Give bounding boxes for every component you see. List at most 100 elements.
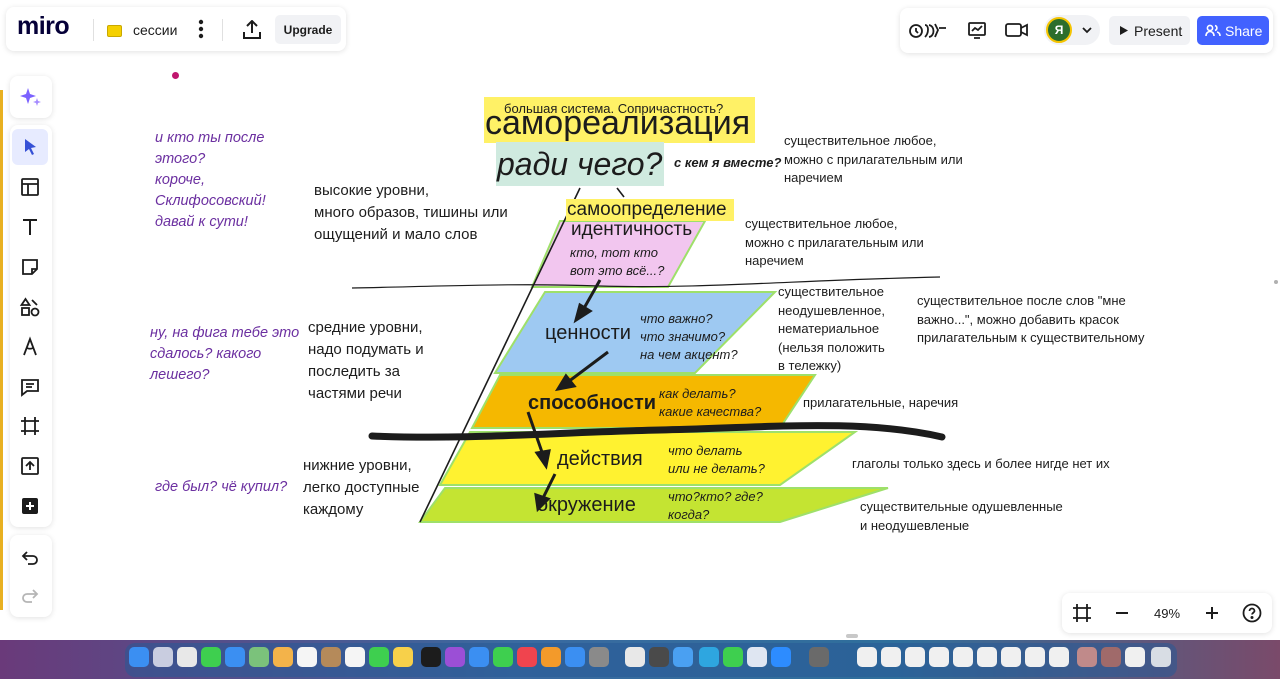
help-button[interactable] [1238,599,1266,627]
document-icon[interactable] [905,647,925,667]
document-icon[interactable] [881,647,901,667]
document-icon[interactable] [977,647,997,667]
right-note-1[interactable]: существительное любое, можно с прилагате… [784,133,963,185]
undo-button[interactable] [12,540,48,576]
numbers-icon[interactable] [493,647,513,667]
keynote-icon[interactable] [469,647,489,667]
launchpad-icon[interactable] [153,647,173,667]
scroll-handle[interactable] [1274,280,1278,284]
music-icon[interactable] [517,647,537,667]
title-sticky[interactable] [484,97,755,143]
document-icon[interactable] [1001,647,1021,667]
safari-icon[interactable] [673,647,693,667]
whatsapp-icon[interactable] [723,647,743,667]
board-name[interactable]: сессии [133,22,178,38]
finder-icon[interactable] [129,647,149,667]
image-thumbnail-icon[interactable] [1101,647,1121,667]
present-label: Present [1134,23,1183,39]
top-note: большая система. Сопричастность? [504,101,724,116]
shapes-tool[interactable] [12,289,48,325]
macos-dock [125,643,1177,677]
contacts-icon[interactable] [321,647,341,667]
pages-icon[interactable] [541,647,561,667]
actions-band [438,431,859,486]
trash-icon[interactable] [1151,647,1171,667]
why-sticky[interactable] [496,142,664,186]
right-note-2[interactable]: существительное любое, можно с прилагате… [745,216,924,268]
telegram-icon[interactable] [699,647,719,667]
miro-logo[interactable]: miro [17,12,70,40]
facetime-icon[interactable] [369,647,389,667]
ai-assist-button[interactable] [13,79,49,115]
document-icon[interactable] [929,647,949,667]
fit-to-screen-button[interactable] [1068,599,1096,627]
right-note-4[interactable]: прилагательные, наречия [803,395,959,410]
presentation-button[interactable] [964,17,990,43]
text-tool[interactable] [12,209,48,245]
help-viewer-icon[interactable] [833,647,853,667]
document-icon[interactable] [1049,647,1069,667]
document-icon[interactable] [857,647,877,667]
export-button[interactable] [239,17,265,43]
calendar-icon[interactable] [297,647,317,667]
zoom-level[interactable]: 49% [1153,605,1181,621]
pen-tool[interactable] [12,329,48,365]
purple-note-1[interactable]: и кто ты после этого? короче, Склифосовс… [155,130,266,230]
sticky-note-tool[interactable] [12,249,48,285]
document-icon[interactable] [1025,647,1045,667]
podcasts-icon[interactable] [445,647,465,667]
maps-icon[interactable] [249,647,269,667]
notes-icon[interactable] [393,647,413,667]
tv-icon[interactable] [421,647,441,667]
messages-icon[interactable] [201,647,221,667]
zoom-icon[interactable] [771,647,791,667]
document-icon[interactable] [1125,647,1145,667]
upgrade-button[interactable]: Upgrade [275,15,341,44]
document-icon[interactable] [953,647,973,667]
app-store-icon[interactable] [565,647,585,667]
mail-icon[interactable] [225,647,245,667]
reminders-icon[interactable] [345,647,365,667]
frame-tool[interactable] [12,408,48,444]
right-note-5[interactable]: глаголы только здесь и более нигде нет и… [852,456,1110,471]
browser-icon[interactable] [649,647,669,667]
preview-icon[interactable] [809,647,829,667]
image-thumbnail-icon[interactable] [1077,647,1097,667]
resize-handle[interactable] [846,634,858,638]
present-button[interactable]: Present [1109,16,1190,45]
zoom-out-button[interactable] [1108,599,1136,627]
right-note-6[interactable]: существительные одушевленные и неодушевл… [860,499,1063,533]
chrome-icon[interactable] [625,647,645,667]
video-call-button[interactable] [1003,17,1031,43]
minus-icon [1116,612,1128,614]
avatar[interactable]: Я [1046,17,1072,43]
redo-button[interactable] [12,578,48,614]
templates-tool[interactable] [12,169,48,205]
photos-icon[interactable] [177,647,197,667]
purple-note-3[interactable]: где был? чё купил? [155,479,288,495]
environment-band [418,487,889,523]
left-note-low[interactable]: нижние уровни, легко доступные каждому [303,457,420,518]
board-menu-button[interactable] [191,16,211,42]
select-tool[interactable] [12,129,48,165]
presentation-icon [968,22,986,39]
avatar-group[interactable]: Я [1044,15,1100,45]
upload-tool[interactable] [12,448,48,484]
right-note-3b[interactable]: существительное после слов "мне важно...… [917,293,1145,345]
self-definition-sticky[interactable] [566,199,734,221]
purple-note-2[interactable]: ну, на фига тебе это сдалось? какого леш… [150,325,300,383]
left-note-high[interactable]: высокие уровни, много образов, тишины ил… [314,182,508,243]
left-note-mid[interactable]: средние уровни, надо подумать и последит… [308,319,424,402]
more-apps-tool[interactable] [12,488,48,524]
comment-tool[interactable] [12,369,48,405]
screen-icon[interactable] [747,647,767,667]
frame-icon [21,417,39,435]
reactions-button[interactable] [908,17,948,43]
right-note-3[interactable]: существительное неодушевленное, нематери… [778,284,885,373]
photo-app-icon[interactable] [273,647,293,667]
settings-icon[interactable] [589,647,609,667]
upper-divider-line [351,276,941,289]
zoom-in-button[interactable] [1198,599,1226,627]
identity-question: кто, тот кто вот это всё...? [570,245,665,278]
share-button[interactable]: Share [1197,16,1269,45]
